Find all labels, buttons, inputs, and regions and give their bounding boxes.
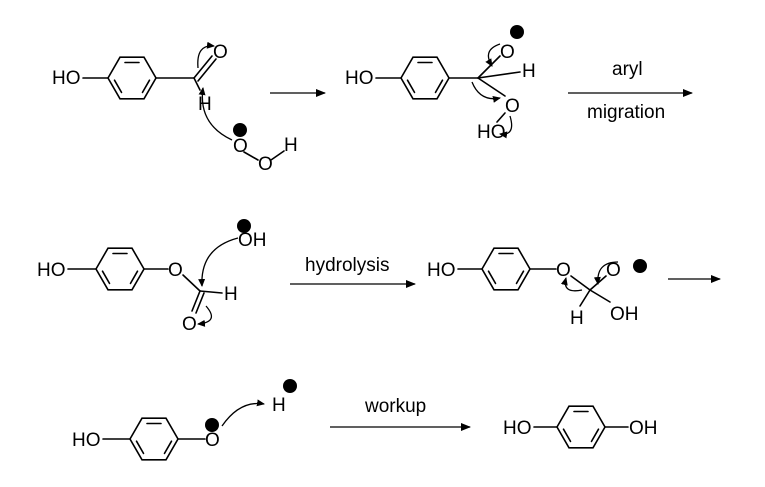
peroxy-hydroxyl-label: HO xyxy=(477,122,506,143)
benzene-ring xyxy=(107,56,157,100)
negative-charge-icon xyxy=(205,418,219,432)
ester-oxygen-label: O xyxy=(168,260,183,281)
formyl-hydrogen-label: H xyxy=(224,284,238,305)
negative-charge-icon xyxy=(633,259,647,273)
benzene-ring xyxy=(95,247,145,291)
negative-charge-icon xyxy=(510,25,524,39)
aldehyde-hydrogen-label: H xyxy=(198,94,212,115)
alkoxide-oxygen-label: O xyxy=(606,260,621,281)
curly-arrow-nucleophilic-attack xyxy=(198,87,233,141)
molecule-hydroquinone: HO OH xyxy=(503,405,658,449)
proton: H xyxy=(272,379,297,416)
aryloxy-oxygen-label: O xyxy=(556,260,571,281)
curly-arrow-protonation xyxy=(221,399,265,427)
curly-arrow-hydroxide-attack xyxy=(198,237,239,287)
peroxide-hydrogen: H xyxy=(284,135,298,156)
peroxy-oxygen-label: O xyxy=(505,96,520,117)
curly-arrow-carbonyl xyxy=(197,41,215,69)
benzene-ring xyxy=(556,405,606,449)
hydroxide-label: OH xyxy=(238,230,267,251)
phenoxide-oxygen-label: O xyxy=(205,430,220,451)
positive-charge-icon xyxy=(283,379,297,393)
curly-arrow-aryl-shift xyxy=(471,81,501,103)
molecule-aryl-formate: HO O H O xyxy=(37,247,238,335)
negative-charge-icon xyxy=(233,123,247,137)
proton-label: H xyxy=(272,395,286,416)
hydroxyl-label: HO xyxy=(345,68,374,89)
molecule-4-hydroxybenzaldehyde: HO O H xyxy=(52,42,228,115)
arrow-label-hydrolysis: hydrolysis xyxy=(305,255,389,276)
benzene-ring xyxy=(481,247,531,291)
hydroxyl-label: HO xyxy=(427,260,456,281)
benzene-ring xyxy=(400,56,450,100)
arrow-label-aryl: aryl xyxy=(612,59,643,80)
hydroxyl-label: HO xyxy=(37,260,66,281)
benzene-ring xyxy=(129,417,179,461)
hydroxyl-label: HO xyxy=(52,68,81,89)
hydroxyl-label: HO xyxy=(72,430,101,451)
curly-arrow-formyl-carbonyl xyxy=(197,305,213,327)
formyl-oxygen-label: O xyxy=(182,314,197,335)
carbonyl-oxygen-label: O xyxy=(213,42,228,63)
methine-hydrogen-label: H xyxy=(522,61,536,82)
peroxide-oxygen-1: O xyxy=(233,136,248,157)
arrow-label-migration: migration xyxy=(587,102,665,123)
peroxide-oxygen-2: O xyxy=(258,154,273,175)
molecule-phenoxide: HO O xyxy=(72,417,220,461)
curly-arrow-reform-carbonyl xyxy=(593,261,619,285)
hydroperoxide-anion: O O H xyxy=(233,123,298,175)
curly-arrow-alkoxide xyxy=(485,43,501,67)
hydroxide-ion: OH xyxy=(237,219,267,251)
arrow-label-workup: workup xyxy=(364,396,426,417)
molecule-hydrolysis-intermediate: HO O O H OH xyxy=(427,247,647,329)
curly-arrow-phenoxide-leave xyxy=(560,277,583,292)
curly-arrow-oo-cleavage xyxy=(499,115,513,139)
hydroxyl-label: HO xyxy=(503,418,532,439)
alkoxide-oxygen-label: O xyxy=(500,42,515,63)
methine-hydrogen-label: H xyxy=(570,308,584,329)
molecule-tetrahedral-intermediate: HO O H O HO xyxy=(345,25,536,143)
hydroxyl-label-2: OH xyxy=(629,418,658,439)
hydroxyl-label-2: OH xyxy=(610,304,639,325)
